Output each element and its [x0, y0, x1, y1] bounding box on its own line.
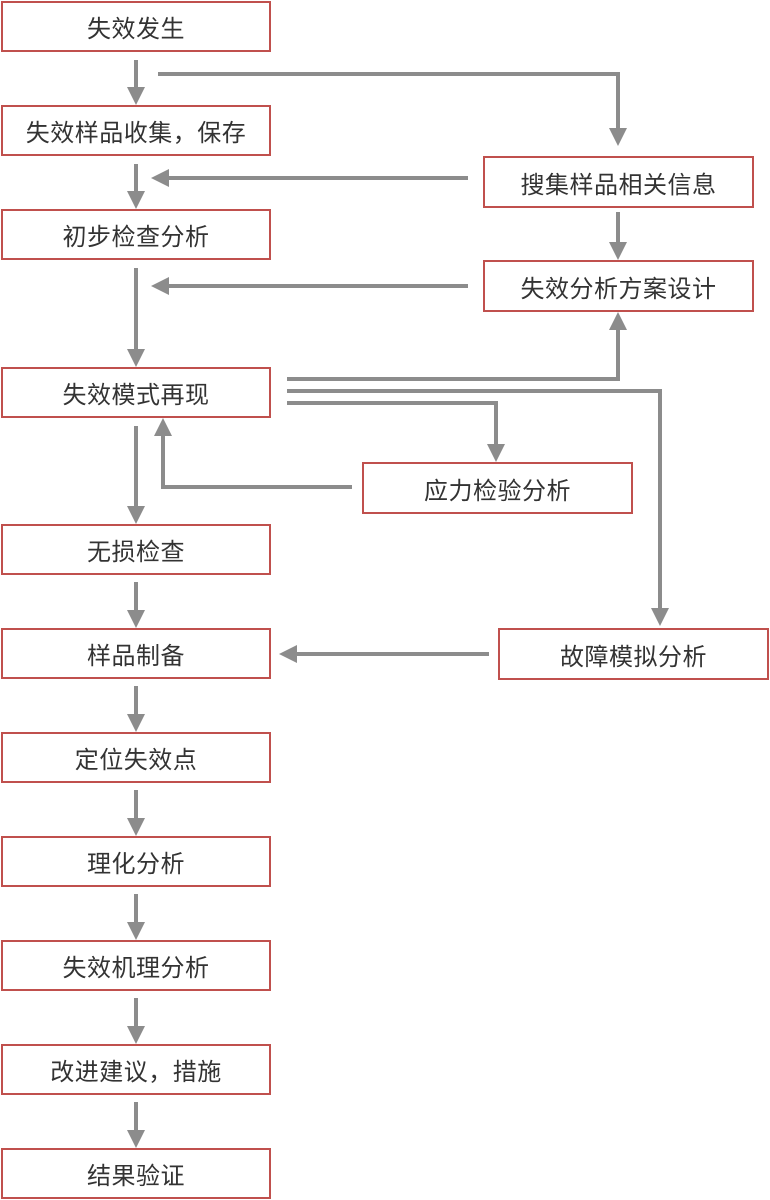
arrow-reproduction-to-plan-design	[287, 312, 627, 381]
side-step-analysis-plan-design: 失效分析方案设计	[483, 260, 754, 312]
arrow-reproduction-to-fault-simulation	[287, 389, 669, 626]
step-sample-collection-preservation: 失效样品收集，保存	[1, 105, 271, 156]
step-result-verification: 结果验证	[1, 1148, 271, 1199]
step-locate-failure-point: 定位失效点	[1, 732, 271, 783]
side-step-fault-simulation-analysis: 故障模拟分析	[498, 628, 769, 680]
step-physical-chemical-analysis: 理化分析	[1, 836, 271, 887]
step-failure-mechanism-analysis: 失效机理分析	[1, 940, 271, 991]
step-initial-inspection-analysis: 初步检查分析	[1, 209, 271, 260]
step-failure-occurrence: 失效发生	[1, 1, 271, 52]
arrow-reproduction-to-stress-test	[287, 401, 505, 462]
arrow-stress-test-to-reproduction	[154, 418, 352, 489]
step-non-destructive-inspection: 无损检查	[1, 524, 271, 575]
arrow-start-to-collect-info	[158, 72, 627, 146]
step-failure-mode-reproduction: 失效模式再现	[1, 367, 271, 418]
step-sample-preparation: 样品制备	[1, 628, 271, 679]
step-improvement-suggestions: 改进建议，措施	[1, 1044, 271, 1095]
side-step-collect-sample-info: 搜集样品相关信息	[483, 156, 754, 208]
side-step-stress-test-analysis: 应力检验分析	[362, 462, 633, 514]
